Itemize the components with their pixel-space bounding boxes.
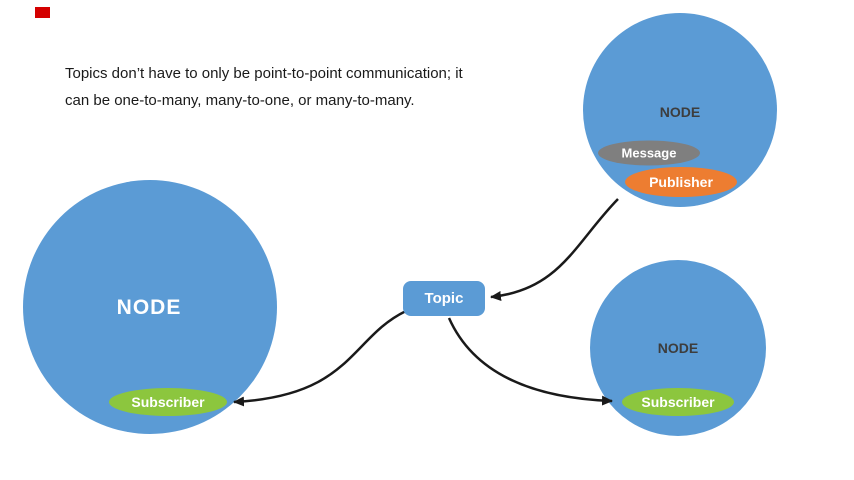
arrow-publisher-to-topic: [490, 198, 619, 301]
intro-line-1: Topics don’t have to only be point-to-po…: [65, 65, 463, 82]
node-left-label: NODE: [116, 296, 182, 319]
intro-line-2: can be one-to-many, many-to-one, or many…: [65, 92, 415, 109]
node-bottom-right-label: NODE: [657, 340, 699, 356]
subscriber-ellipse-right: Subscriber: [622, 388, 734, 416]
publisher-ellipse: Publisher: [625, 167, 737, 197]
topic-box: Topic: [403, 281, 485, 316]
subscriber-ellipse-left: Subscriber: [109, 388, 227, 416]
topic-label: Topic: [424, 290, 464, 307]
message-ellipse: Message: [598, 140, 700, 166]
intro-text: Topics don’t have to only be point-to-po…: [65, 60, 495, 114]
node-top-right-label: NODE: [659, 104, 701, 120]
arrow-topic-to-right-subscriber: [447, 317, 613, 406]
red-marker: [35, 7, 50, 18]
